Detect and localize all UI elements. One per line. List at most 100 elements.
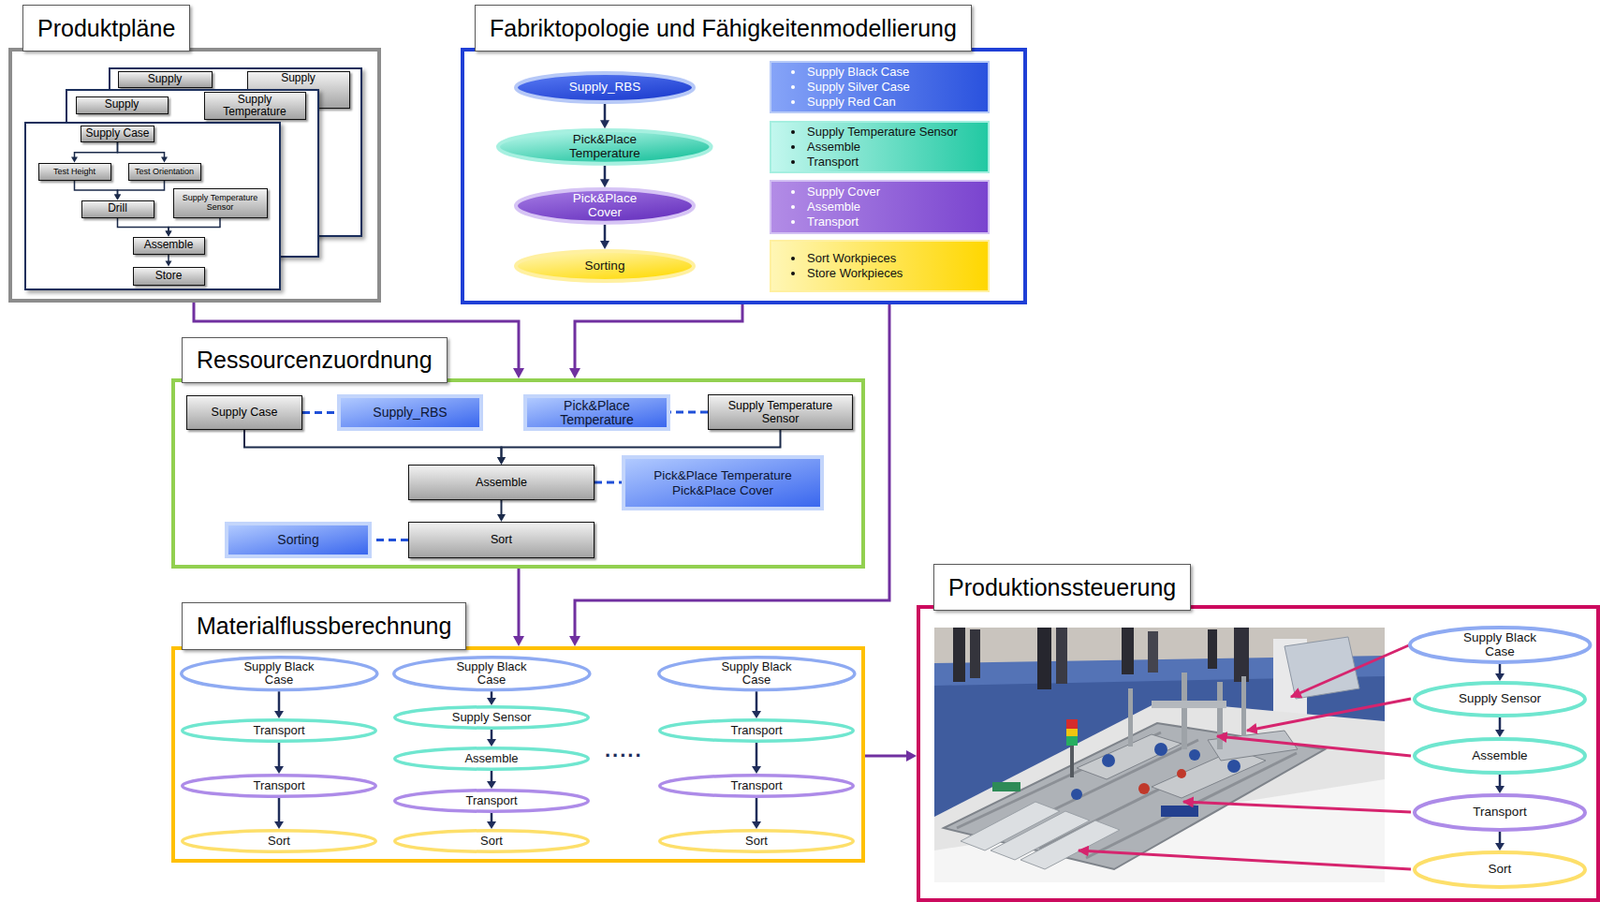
- panel-heading: Produktpläne: [22, 4, 191, 52]
- box-body: Pick&Place Cover: [513, 187, 696, 225]
- connector: [117, 142, 168, 163]
- box-label: Transport: [252, 778, 305, 793]
- section-panel: SupplySupplySupplySupply TemperatureSupp…: [8, 47, 382, 303]
- photo-illustration: [1207, 629, 1218, 669]
- photo-illustration: [1147, 631, 1159, 673]
- box-body: Assemble: [393, 746, 590, 771]
- step-ellipse: Supply Sensor: [1412, 680, 1587, 718]
- process-box: Supply: [75, 96, 169, 115]
- arrow-head: [600, 240, 610, 250]
- connector-line: [755, 797, 759, 823]
- connector-line: [371, 538, 409, 542]
- box-label: Sort: [490, 532, 513, 546]
- ellipse-shape: [1409, 627, 1590, 662]
- bullet-dot: [791, 130, 795, 134]
- connector-line: [865, 754, 910, 758]
- bullet-item: Supply Black Case: [807, 64, 910, 80]
- box-body: Sorting: [228, 525, 368, 555]
- connector: [865, 749, 917, 762]
- arrow-head: [1495, 729, 1505, 737]
- box-body: Transport: [658, 718, 855, 743]
- connector-line: [670, 411, 708, 414]
- connector-line: [278, 742, 281, 768]
- box-body: Pick&Place TemperaturePick&Place Cover: [625, 458, 821, 507]
- bullet-line: Assemble: [791, 139, 861, 155]
- box-label: Sort: [480, 834, 503, 848]
- photo-illustration: [1284, 636, 1360, 699]
- box-body: Assemble: [1412, 736, 1587, 775]
- box-label: Sort: [745, 834, 768, 848]
- ellipse-shape: [182, 719, 377, 742]
- connector-line: [500, 499, 503, 516]
- box-label: Sort: [267, 834, 291, 848]
- box-label: Supply: [280, 72, 316, 86]
- photo-illustration: [969, 629, 981, 678]
- connector: [486, 812, 497, 829]
- box-body: Supply Temperature: [205, 92, 306, 119]
- connector-line: [574, 304, 743, 371]
- arrow-head: [486, 738, 497, 747]
- capability-list: Supply Black CaseSupply Silver CaseSuppl…: [769, 60, 990, 114]
- connector-line: [1498, 663, 1502, 676]
- arrow-head: [600, 119, 610, 129]
- box-body: Sort: [1412, 850, 1587, 889]
- connector-line: [603, 165, 607, 182]
- connector: [274, 797, 284, 829]
- box-label: Pick&Place Cover: [562, 191, 647, 221]
- box-body: Supply Sensor: [1412, 680, 1587, 718]
- resource-box: Supply_RBS: [337, 394, 484, 431]
- step-ellipse: Assemble: [1412, 736, 1587, 775]
- box-label: Transport: [730, 723, 782, 737]
- connector: [497, 499, 506, 522]
- step-ellipse: Sort: [180, 828, 378, 853]
- step-ellipse: Sort: [1412, 850, 1587, 889]
- photo-illustration: [1176, 768, 1187, 778]
- arrow-head: [513, 367, 525, 379]
- photo-illustration: [1138, 782, 1150, 794]
- ellipse-shape: [182, 775, 377, 797]
- box-body: Supply: [118, 72, 212, 88]
- step-ellipse: Sort: [393, 828, 590, 853]
- box-body: Pick&Place Temperature: [496, 128, 714, 166]
- photo-illustration: [943, 722, 1325, 869]
- ellipse-shape: [660, 775, 854, 797]
- step-ellipse: Sort: [658, 828, 855, 853]
- bullet-dot: [791, 100, 795, 104]
- connector-line: [490, 812, 494, 823]
- panel-heading: Materialflussberechnung: [181, 601, 467, 650]
- box-label: Sort: [1488, 862, 1512, 877]
- box-body: Transport: [1412, 792, 1587, 832]
- connector-line: [603, 103, 607, 123]
- step-ellipse: Transport: [1412, 792, 1587, 832]
- bullet-dot: [791, 190, 795, 194]
- bullet-item: Sort Workpieces: [807, 250, 896, 266]
- panel-heading: Produktionssteuerung: [933, 563, 1191, 611]
- box-label: Transport: [465, 793, 517, 808]
- process-box: Supply Case: [186, 395, 303, 430]
- photo-illustration: [1233, 627, 1249, 682]
- box-label: Assemble: [144, 238, 194, 252]
- box-label: Transport: [252, 723, 305, 737]
- connector: [600, 103, 610, 129]
- box-body: Supply Temperature Sensor: [708, 395, 852, 429]
- connector-line: [117, 142, 164, 159]
- list-body: Supply Temperature SensorAssembleTranspo…: [771, 122, 988, 172]
- connector: [114, 180, 165, 201]
- photo-illustration: [1066, 719, 1078, 729]
- ellipse-shape: [660, 719, 854, 742]
- connector-line: [74, 142, 118, 159]
- box-body: Sort: [658, 828, 855, 853]
- bullet-dot: [791, 85, 795, 89]
- arrow-head: [513, 635, 525, 646]
- pointer-arrows: [1247, 698, 1411, 731]
- resource-box: Pick&Place TemperaturePick&Place Cover: [621, 455, 824, 511]
- step-ellipse: Transport: [180, 773, 378, 798]
- arrow-head: [751, 765, 762, 774]
- connector-line: [517, 568, 521, 639]
- box-label: Pick&Place Cover: [672, 483, 774, 499]
- bullet-dot: [791, 271, 795, 276]
- connector: [486, 729, 497, 747]
- step-ellipse: Pick&Place Cover: [513, 187, 696, 225]
- process-box: Sort: [408, 521, 595, 558]
